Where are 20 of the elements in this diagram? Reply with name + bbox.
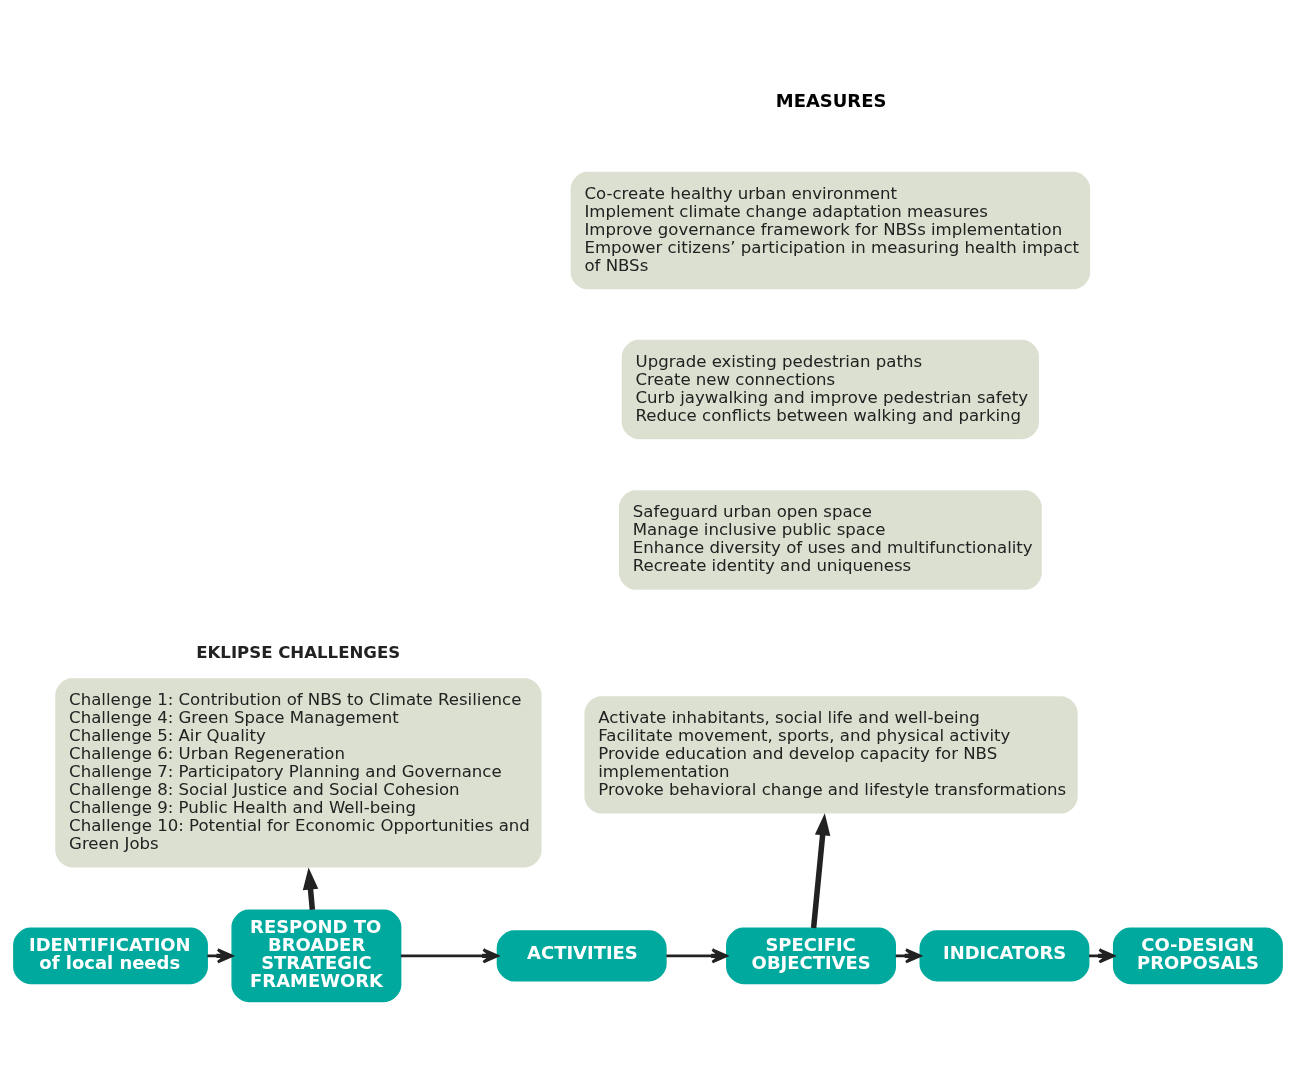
node-box: CO-DESIGN PROPOSALS (1112, 927, 1283, 984)
arrow (895, 947, 922, 963)
arrow (207, 947, 234, 963)
node-box: IDENTIFICATION of local needs (13, 927, 208, 984)
node-box: ACTIVITIES (496, 929, 667, 981)
arrow (810, 812, 831, 928)
node-box: SPECIFIC OBJECTIVES (726, 927, 896, 984)
arrow (302, 867, 319, 910)
node-box: Co-create healthy urban environment Implement climate change adaptation measures Improve governance framework for NBSs implementation Empower citizens’ participation in measuring health impact of NBSs (570, 171, 1091, 289)
node-box: RESPOND TO BROADER STRATEGIC FRAMEWORK (231, 909, 402, 1002)
node-box: Activate inhabitants, social life and well-being Facilitate movement, sports, and physical activity Provide education and develop capacity for NBS implementation Provoke behavioral change and lifestyle transformations (584, 695, 1078, 814)
arrow (666, 947, 728, 963)
node-box: Challenge 1: Contribution of NBS to Climate Resilience Challenge 4: Green Space Management Challenge 5: Air Quality Challenge 6: Urban Regeneration Challenge 7: Participatory Planning and Governance Challenge 8: Social Justice and Social Cohesion Challenge 9: Public Health and Well-being Challenge 10: Potential for Economic Opportunities and Green Jobs (55, 677, 542, 867)
node-box: Upgrade existing pedestrian paths Create new connections Curb jaywalking and improve pedestrian safety Reduce conflicts between walking and parking (621, 339, 1039, 439)
node-box: Safeguard urban open space Manage inclusive public space Enhance diversity of uses and multifunctionality Recreate identity and uniqueness (619, 489, 1042, 590)
arrow (1089, 947, 1115, 963)
node-box: INDICATORS (919, 929, 1090, 981)
arrow (400, 947, 499, 963)
label: MEASURES (775, 89, 887, 111)
node-label: EKLIPSE CHALLENGES (196, 642, 401, 662)
